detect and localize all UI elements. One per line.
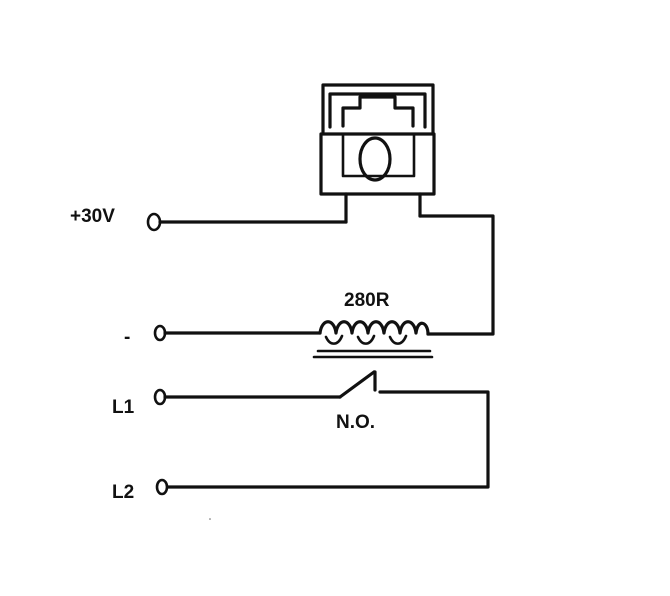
relay-core <box>312 349 434 359</box>
label-minus: - <box>124 327 130 348</box>
label-plus-30v: +30V <box>70 206 115 227</box>
terminal-l2 <box>155 478 169 496</box>
contact-no-label: N.O. <box>336 412 375 433</box>
normally-open-contact <box>163 370 490 489</box>
wire-lamp-to-coil <box>418 214 495 336</box>
label-l1: L1 <box>112 397 135 418</box>
label-l2: L2 <box>112 482 134 503</box>
lamp-bulb <box>358 136 392 182</box>
coil-resistance-label: 280R <box>344 290 390 311</box>
stray-dot <box>209 518 211 520</box>
terminal-plus-30v <box>146 212 162 232</box>
relay-coil <box>318 320 430 345</box>
lamp-holder <box>319 83 436 224</box>
